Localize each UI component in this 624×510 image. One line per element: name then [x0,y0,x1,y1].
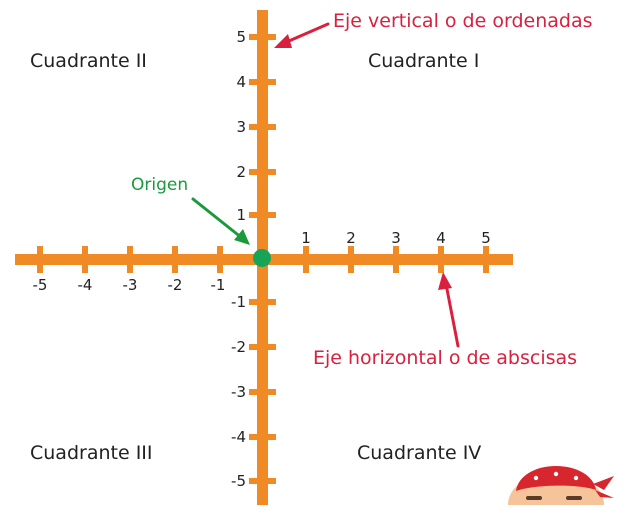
x-tick-label: -3 [123,276,138,294]
y-tick-mark [249,212,276,218]
x-tick-mark [37,246,43,273]
y-tick-label: -2 [231,338,246,356]
y-tick-label: -5 [231,472,246,490]
origin-arrow [191,197,250,245]
y-tick-marks [249,34,276,484]
x-tick-label: 2 [346,229,356,247]
y-tick-label: -3 [231,383,246,401]
y-tick-label: 5 [236,28,246,46]
quadrant-4-label: Cuadrante IV [357,442,481,464]
x-tick-mark [393,246,399,273]
x-tick-label: 1 [301,229,311,247]
y-tick-mark [249,34,276,40]
origin-annotation: Origen [131,175,188,195]
y-tick-label: 3 [236,118,246,136]
x-tick-mark [483,246,489,273]
x-tick-label: -2 [168,276,183,294]
y-tick-mark [249,389,276,395]
origin-point [253,249,271,267]
y-tick-mark [249,478,276,484]
pirate-mascot-icon [508,466,614,505]
y-tick-label: -1 [231,293,246,311]
x-tick-label: 5 [481,229,491,247]
quadrant-2-label: Cuadrante II [30,50,147,72]
x-tick-label: -1 [211,276,226,294]
y-tick-mark [249,169,276,175]
y-tick-mark [249,124,276,130]
y-tick-label: 2 [236,163,246,181]
x-tick-mark [303,246,309,273]
horizontal-axis-arrow [438,272,460,348]
vertical-axis-annotation: Eje vertical o de ordenadas [333,10,593,32]
x-tick-label: 3 [391,229,401,247]
x-tick-marks [37,246,489,273]
x-tick-label: -4 [78,276,93,294]
horizontal-axis-annotation: Eje horizontal o de abscisas [313,347,577,369]
x-tick-mark [82,246,88,273]
y-tick-mark [249,299,276,305]
y-tick-label: 4 [236,73,246,91]
vertical-axis-arrow [274,22,330,48]
y-tick-label: -4 [231,428,246,446]
quadrant-1-label: Cuadrante I [368,50,479,72]
x-tick-mark [348,246,354,273]
y-tick-mark [249,79,276,85]
y-tick-label: 1 [236,206,246,224]
quadrant-3-label: Cuadrante III [30,442,153,464]
x-tick-mark [217,246,223,273]
x-tick-mark [438,246,444,273]
y-tick-mark [249,344,276,350]
x-tick-label: -5 [33,276,48,294]
y-tick-mark [249,434,276,440]
x-tick-mark [127,246,133,273]
x-tick-label: 4 [436,229,446,247]
x-tick-mark [172,246,178,273]
